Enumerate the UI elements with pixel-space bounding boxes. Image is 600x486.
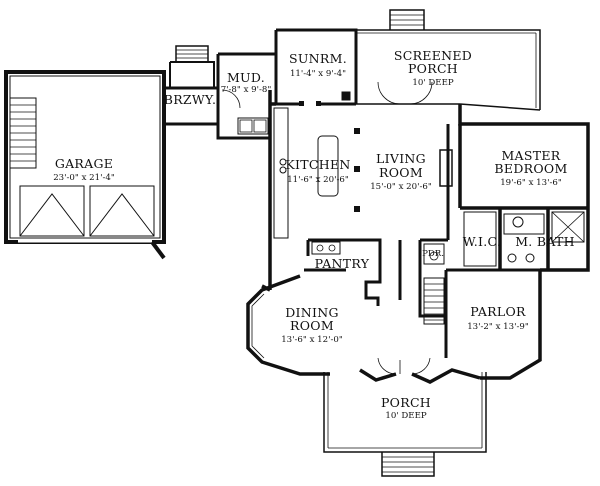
parlor-label: PARLOR — [470, 304, 526, 319]
mud-label: MUD. — [227, 70, 265, 85]
dining-walls — [246, 274, 481, 384]
wic-label: W.I.C. — [463, 234, 501, 249]
screened-porch-dim: 10' DEEP — [412, 78, 453, 88]
kitchen-fixtures — [273, 107, 339, 239]
front-porch — [323, 372, 487, 477]
master-dim: 19'-6" x 13'-6" — [500, 178, 562, 188]
dining-dim: 13'-6" x 12'-0" — [281, 335, 343, 345]
sunroom-walls — [274, 28, 358, 106]
porch-label: PORCH — [381, 395, 431, 410]
garage-label: GARAGE — [55, 156, 113, 171]
garage-doors — [19, 185, 155, 237]
mbath-label: M. BATH — [515, 234, 575, 249]
sunroom-label: SUNRM. — [289, 51, 347, 66]
dining-label-2: ROOM — [290, 318, 334, 333]
parlor-dim: 13'-2" x 13'-9" — [467, 322, 529, 332]
garage-dim: 23'-0" x 21'-4" — [53, 173, 115, 183]
living-dim: 15'-0" x 20'-6" — [370, 182, 432, 192]
master-label-1: MASTER — [501, 148, 560, 163]
dining-window-lines — [251, 293, 265, 359]
sunroom-dim: 11'-4" x 9'-4" — [290, 69, 346, 79]
living-label-1: LIVING — [376, 151, 426, 166]
main-house-walls — [261, 90, 590, 380]
kitchen-dim: 11'-6" x 20'-6" — [287, 175, 349, 185]
screened-porch-label-1: SCREENED — [394, 48, 472, 63]
pdr-label: PDR. — [422, 249, 444, 259]
breezeway-label: BRZWY. — [164, 92, 217, 107]
kitchen-label: KITCHEN — [285, 157, 350, 172]
dining-label-1: DINING — [285, 305, 339, 320]
screened-porch-walls — [356, 9, 541, 111]
living-label-2: ROOM — [379, 165, 423, 180]
garage-stair-treads — [10, 104, 36, 162]
front-doors — [377, 357, 431, 375]
interior-walls — [304, 124, 585, 358]
columns — [299, 101, 360, 212]
screened-porch-label-2: PORCH — [408, 61, 458, 76]
porch-dim: 10' DEEP — [385, 411, 426, 421]
garage-wall-stub — [150, 240, 166, 260]
mud-dim: 7'-8" x 9'-8" — [221, 85, 272, 95]
pantry-label: PANTRY — [315, 256, 370, 271]
breezeway-walls — [164, 45, 220, 126]
master-label-2: BEDROOM — [494, 161, 567, 176]
